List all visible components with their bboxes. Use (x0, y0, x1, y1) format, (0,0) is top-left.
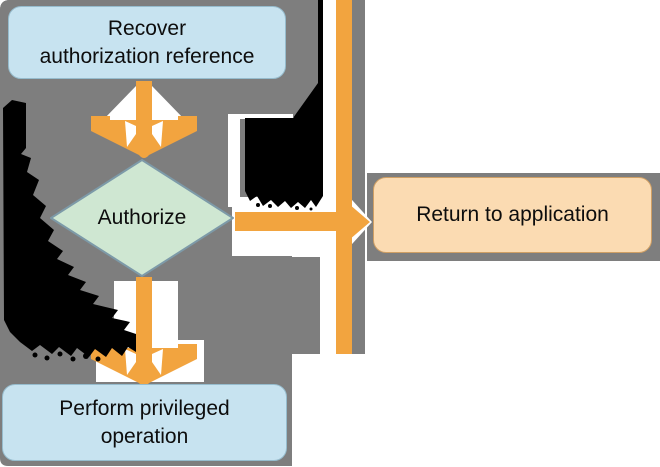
arrow1-sail-left (103, 86, 136, 120)
panel-line-stripe (352, 0, 365, 354)
arrow2-notch-left (125, 349, 136, 375)
scribble-specks (32, 203, 313, 362)
arrow2-body (91, 277, 197, 386)
arrow2-notch-right (152, 349, 163, 375)
flow-vertical-line (336, 0, 352, 354)
scribble-left-side (3, 100, 136, 357)
arrow1-body (91, 81, 197, 158)
fail-arrow-shaft (235, 212, 345, 231)
panel-right-lower (292, 257, 320, 354)
node-recover-authorization-reference: Recover authorization reference (8, 6, 286, 79)
authorize-diamond (50, 159, 234, 277)
panel-sliver (240, 119, 245, 207)
halo-vline-upper (322, 0, 336, 198)
node-return-to-application: Return to application (373, 177, 652, 253)
arrow-recover-to-authorize (91, 81, 197, 158)
halo-vline-lower (320, 257, 336, 355)
arrow2-sail-right (152, 314, 185, 348)
node-authorize-label: Authorize (97, 206, 187, 229)
arrow-authorize-to-return (235, 0, 370, 354)
scribble-right-of-recover (245, 0, 323, 208)
node-perform-privileged-operation: Perform privileged operation (2, 384, 287, 461)
fail-arrowhead (342, 198, 370, 246)
arrow1-sail-right (152, 86, 185, 120)
node-recover-label: Recover authorization reference (39, 16, 255, 68)
redaction-scribbles (3, 0, 323, 362)
node-return-label: Return to application (416, 203, 609, 226)
node-perform-label: Perform privileged operation (59, 396, 230, 448)
arrow1-notch-left (125, 121, 136, 147)
arrow1-notch-right (152, 121, 163, 147)
